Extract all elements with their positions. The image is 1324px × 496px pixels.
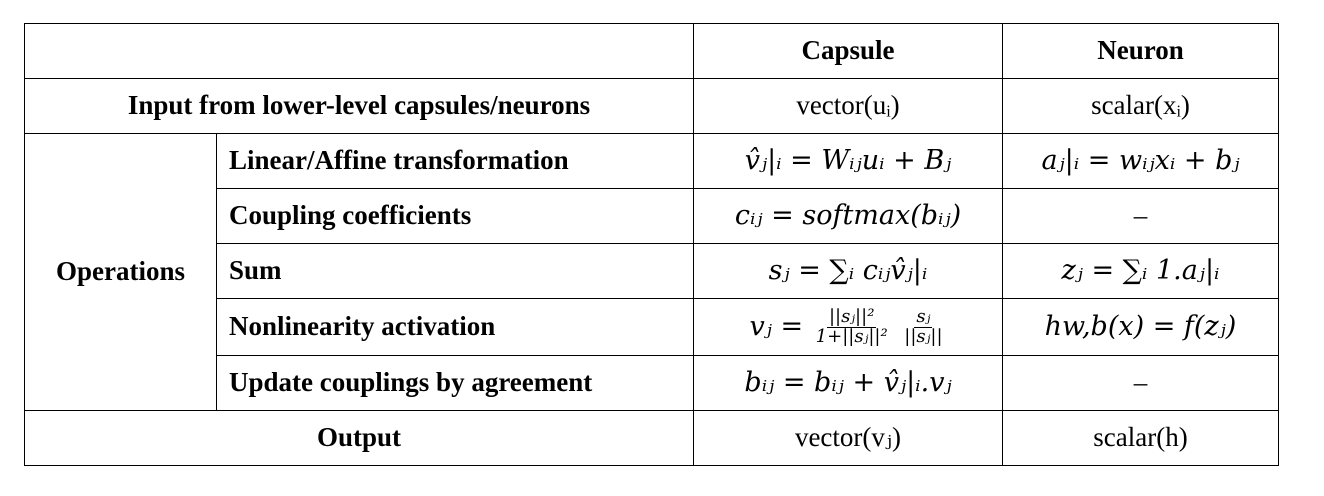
squash-frac2-num: sⱼ <box>914 305 933 328</box>
op-label-linear: Linear/Affine transformation <box>216 133 694 189</box>
input-neuron: scalar(xᵢ) <box>1002 78 1279 134</box>
op-label-sum: Sum <box>216 243 694 299</box>
op-capsule-linear: v̂ⱼ|ᵢ = Wᵢⱼuᵢ + Bⱼ <box>693 133 1003 189</box>
op-row-nonlinearity: Nonlinearity activation vⱼ = ||sⱼ||² 1+|… <box>25 298 1279 356</box>
op-capsule-nonlinearity: vⱼ = ||sⱼ||² 1+||sⱼ||² sⱼ ||sⱼ|| <box>693 298 1003 356</box>
squash-frac2-den: ||sⱼ|| <box>904 325 943 347</box>
squash-lhs: vⱼ = <box>749 310 804 342</box>
squash-frac1-den: 1+||sⱼ||² <box>815 325 888 347</box>
op-label-nonlinearity: Nonlinearity activation <box>216 298 694 356</box>
squash-fraction-2: sⱼ ||sⱼ|| <box>902 305 944 347</box>
op-capsule-coupling: cᵢⱼ = softmax(bᵢⱼ) <box>693 188 1003 244</box>
op-neuron-update: – <box>1002 355 1279 411</box>
input-row: Input from lower-level capsules/neurons … <box>24 78 1279 134</box>
op-label-coupling: Coupling coefficients <box>216 188 694 244</box>
input-capsule: vector(uᵢ) <box>693 78 1003 134</box>
op-neuron-sum: zⱼ = ∑ᵢ 1.aⱼ|ᵢ <box>1002 243 1279 299</box>
op-label-update: Update couplings by agreement <box>216 355 694 411</box>
comparison-table: Capsule Neuron Input from lower-level ca… <box>24 23 1279 466</box>
op-neuron-linear: aⱼ|ᵢ = wᵢⱼxᵢ + bⱼ <box>1002 133 1279 189</box>
op-neuron-coupling: – <box>1002 188 1279 244</box>
operations-label: Operations <box>24 133 217 411</box>
output-neuron: scalar(h) <box>1002 410 1279 466</box>
op-row-coupling: Coupling coefficients cᵢⱼ = softmax(bᵢⱼ)… <box>25 188 1279 244</box>
header-capsule: Capsule <box>693 23 1003 79</box>
op-capsule-sum: sⱼ = ∑ᵢ cᵢⱼv̂ⱼ|ᵢ <box>693 243 1003 299</box>
output-row: Output vector(vⱼ) scalar(h) <box>24 410 1279 466</box>
header-neuron: Neuron <box>1002 23 1279 79</box>
squash-fraction-1: ||sⱼ||² 1+||sⱼ||² <box>814 305 890 347</box>
op-row-linear: Operations Linear/Affine transformation … <box>24 133 1279 411</box>
output-label: Output <box>24 410 694 466</box>
squash-frac1-num: ||sⱼ||² <box>826 305 877 328</box>
output-capsule: vector(vⱼ) <box>693 410 1003 466</box>
op-capsule-update: bᵢⱼ = bᵢⱼ + v̂ⱼ|ᵢ.vⱼ <box>693 355 1003 411</box>
op-row-sum: Sum sⱼ = ∑ᵢ cᵢⱼv̂ⱼ|ᵢ zⱼ = ∑ᵢ 1.aⱼ|ᵢ <box>25 243 1279 299</box>
input-label: Input from lower-level capsules/neurons <box>24 78 694 134</box>
op-neuron-nonlinearity: hw,b(x) = f(zⱼ) <box>1002 298 1279 356</box>
op-row-update: Update couplings by agreement bᵢⱼ = bᵢⱼ … <box>25 355 1279 411</box>
header-row: Capsule Neuron <box>24 23 1279 79</box>
header-blank-cell <box>24 23 694 79</box>
